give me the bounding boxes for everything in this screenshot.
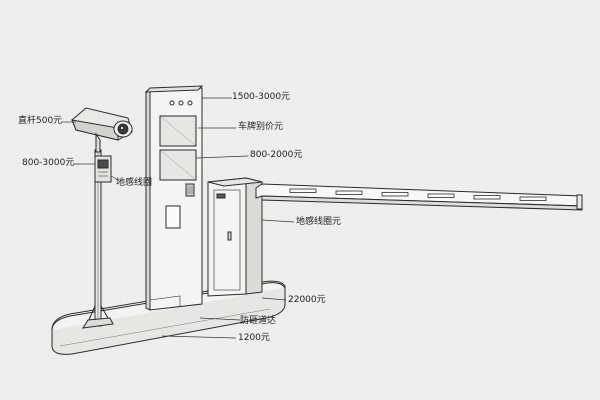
plate-price-label: 车牌别价元	[238, 122, 284, 132]
camera-loop-label: 地感线圈	[116, 178, 153, 188]
pole-price-label: 直杆500元	[18, 116, 63, 126]
base-price-label: 1200元	[238, 333, 270, 343]
loop-detector-box	[94, 155, 112, 183]
camera-price-label: 800-3000元	[22, 158, 75, 168]
display-kiosk	[144, 85, 204, 311]
kiosk-price-label: 800-2000元	[250, 150, 303, 160]
total-price-label: 22000元	[288, 295, 326, 305]
boom-arm	[255, 183, 583, 211]
gate-loop-label: 地感线圈元	[296, 217, 342, 227]
camera	[71, 107, 133, 153]
leader-lines	[62, 97, 295, 339]
display-price-label: 1500-3000元	[232, 92, 291, 102]
anti-smash-label: 防砸道达	[240, 316, 277, 326]
barrier-cabinet	[207, 177, 263, 297]
